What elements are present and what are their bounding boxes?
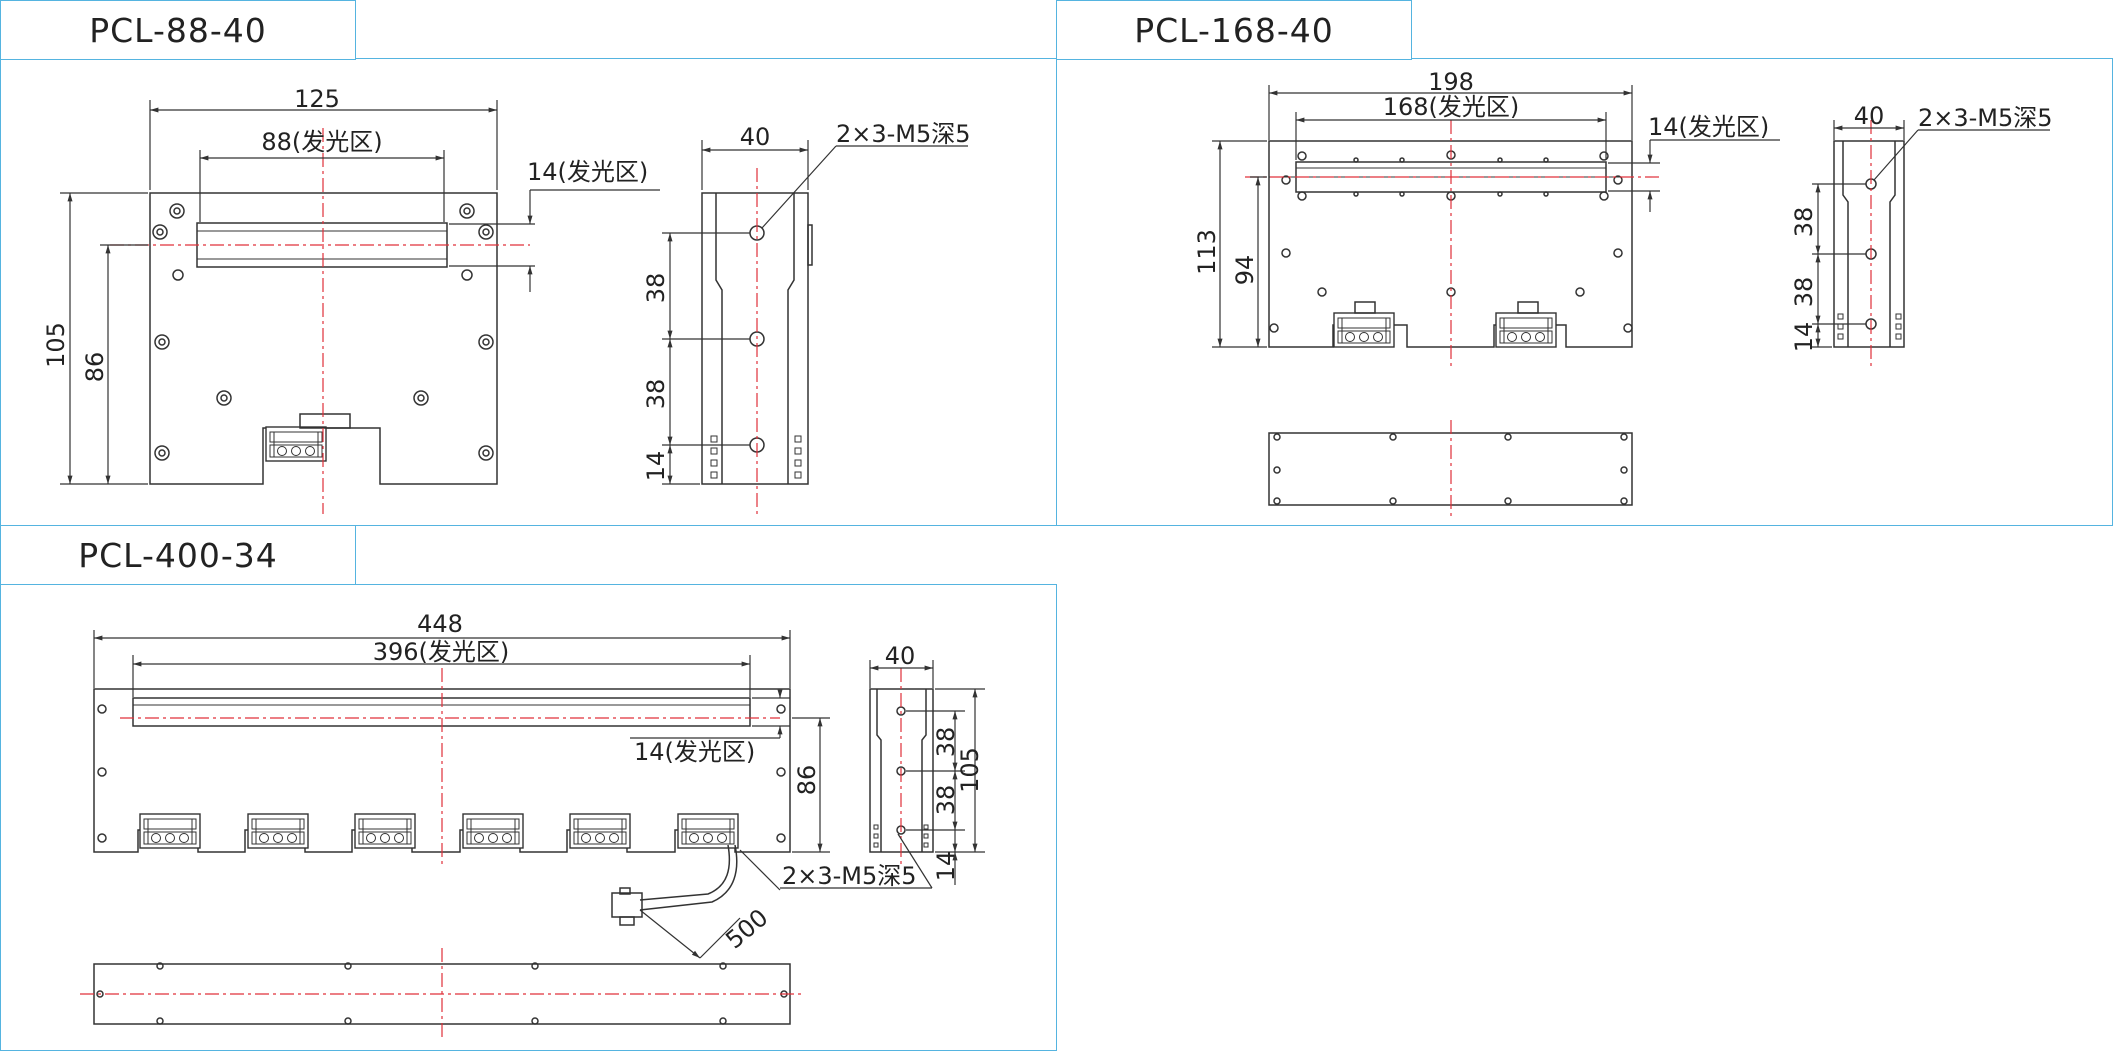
dim-height-105: 105 [956, 747, 984, 793]
thread-callout: 2×3-M5深5 [782, 862, 917, 890]
panel-title-pcl-400-34: PCL-400-34 [0, 525, 356, 585]
dim-width-198: 198 [1428, 68, 1474, 96]
dim-cable-500: 500 [720, 903, 773, 954]
pcl-400-34-side-dimensions [780, 660, 985, 889]
panel-title-pcl-168-40: PCL-168-40 [1056, 0, 1412, 60]
dim-emit-height-14: 14(发光区) [1648, 113, 1769, 141]
dim-height-86: 86 [793, 765, 821, 796]
dim-height-94: 94 [1231, 255, 1259, 286]
dim-height-113: 113 [1193, 229, 1221, 275]
dim-emit-height-14: 14(发光区) [634, 738, 755, 766]
pcl-168-40-side-view [1833, 140, 1905, 348]
dim-38-b: 38 [642, 379, 670, 410]
thread-callout: 2×3-M5深5 [1918, 104, 2053, 132]
dim-side-width-40: 40 [1854, 102, 1885, 130]
dim-side-width-40: 40 [740, 123, 771, 151]
dim-width-448: 448 [417, 610, 463, 638]
dim-width-125: 125 [294, 85, 340, 113]
dim-38-b: 38 [932, 785, 960, 816]
dim-14: 14 [642, 451, 670, 482]
pcl-168-40-dimensions [1212, 85, 1780, 348]
dim-emit-88: 88(发光区) [261, 128, 382, 156]
dim-emit-height-14: 14(发光区) [527, 158, 648, 186]
dim-side-width-40: 40 [885, 642, 916, 670]
dim-38-a: 38 [932, 727, 960, 758]
dim-14: 14 [932, 851, 960, 882]
dim-38-a: 38 [1790, 207, 1818, 238]
panel-title-pcl-88-40: PCL-88-40 [0, 0, 356, 60]
dim-14: 14 [1790, 322, 1818, 353]
pcl-88-40-side-dimensions [662, 140, 968, 485]
thread-callout: 2×3-M5深5 [836, 120, 971, 148]
dim-38-b: 38 [1790, 277, 1818, 308]
dim-38-a: 38 [642, 273, 670, 304]
dim-height-86: 86 [81, 352, 109, 383]
dim-emit-396: 396(发光区) [373, 638, 510, 666]
pcl-168-40-bottom-view [1268, 432, 1633, 506]
pcl-168-40-side-dimensions [1812, 120, 2050, 348]
pcl-400-34-dimensions [93, 630, 830, 959]
dim-height-105: 105 [42, 322, 70, 368]
panel-pcl-168-40 [1056, 58, 2113, 526]
pcl-88-40-dimensions [60, 100, 660, 485]
dim-emit-168: 168(发光区) [1383, 93, 1520, 121]
